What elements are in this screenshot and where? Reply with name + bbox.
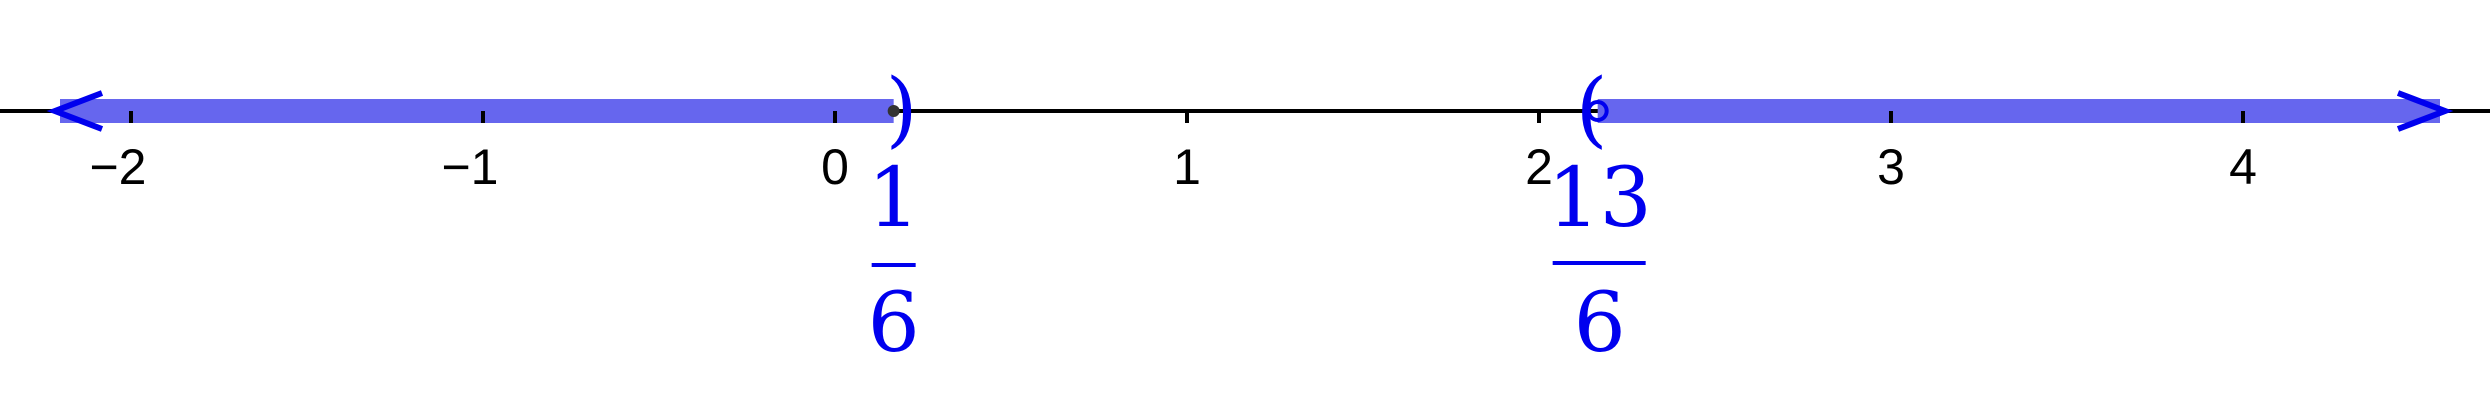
fraction-denominator: 6 bbox=[1574, 276, 1626, 371]
solution-intervals bbox=[46, 90, 2454, 132]
tick-label: 3 bbox=[1877, 139, 1905, 195]
right-arrowhead-icon bbox=[2396, 90, 2454, 132]
fraction-denominator: 6 bbox=[868, 276, 920, 371]
interval-endpoints: ) 1 6 ( 13 6 bbox=[868, 62, 1652, 371]
fraction-numerator: 13 bbox=[1547, 151, 1651, 246]
endpoint-bracket: ) bbox=[886, 62, 918, 157]
fraction-numerator: 1 bbox=[868, 151, 920, 246]
left-arrowhead-icon bbox=[46, 90, 104, 132]
endpoint-dot bbox=[887, 105, 900, 117]
tick-label: 1 bbox=[1173, 139, 1201, 195]
axis-ticks: −2 −1 0 1 2 3 4 bbox=[89, 111, 2257, 195]
endpoint-bracket: ( bbox=[1576, 62, 1608, 157]
tick-label: −2 bbox=[89, 139, 146, 195]
tick-label: 4 bbox=[2229, 139, 2257, 195]
tick-label: 2 bbox=[1525, 139, 1553, 195]
tick-label: −1 bbox=[441, 139, 498, 195]
endpoint-ring bbox=[1586, 100, 1609, 122]
tick-label: 0 bbox=[821, 139, 849, 195]
